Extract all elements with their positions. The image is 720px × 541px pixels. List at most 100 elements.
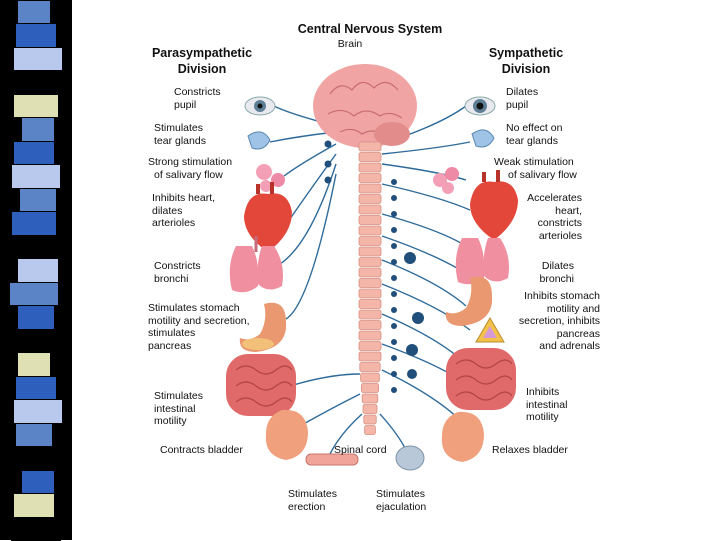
label-line: Stimulates [288, 488, 338, 500]
right-label-bladder: Relaxes bladder [492, 444, 568, 457]
left-stomach-icon [239, 302, 287, 352]
left-intestines-icon [226, 354, 296, 416]
vertebra [358, 194, 382, 204]
right-intestines-icon [446, 348, 516, 410]
vertebra [358, 299, 382, 309]
parasympathetic-title-line2: Division [177, 62, 227, 76]
ganglion-dot [412, 312, 424, 324]
sympathetic-title-line2: Division [501, 62, 551, 76]
nerve-line [381, 141, 471, 155]
vertebra [360, 372, 380, 383]
label-line: erection [288, 500, 326, 513]
spinal-cord-label: Spinal cord [334, 444, 387, 456]
ganglion-dot [391, 275, 397, 281]
spinal-cord-illustration [358, 141, 382, 435]
ganglion-dot [391, 243, 397, 249]
vertebra [358, 320, 382, 330]
label-line: of salivary flow [508, 168, 577, 181]
nerve-line [381, 259, 467, 307]
strip-cell [17, 258, 59, 283]
vertebra [358, 330, 382, 341]
ganglion-dot [391, 195, 397, 201]
strip-cell [21, 469, 55, 495]
label-line: bronchi [154, 272, 189, 285]
vertebra [358, 257, 382, 267]
label-line: motility and secretion, [148, 314, 250, 327]
label-line: No effect on [506, 122, 563, 134]
right-heart-icon [470, 170, 518, 240]
left-bladder-icon [265, 409, 308, 460]
label-line: Inhibits heart, [152, 192, 216, 204]
left-tear-gland-icon [247, 131, 271, 150]
vertebra [364, 425, 376, 435]
strip-cell [13, 399, 63, 424]
label-line: pancreas [556, 327, 600, 340]
ganglion-dot [406, 344, 418, 356]
vertebra [358, 288, 382, 299]
label-line: intestinal [526, 398, 568, 411]
label-line: Dilates [506, 86, 539, 98]
left-eye-icon [244, 96, 276, 116]
strip-cell [11, 516, 61, 541]
label-line: Relaxes bladder [492, 444, 568, 456]
label-line: constricts [537, 217, 582, 229]
vertebra [358, 267, 382, 278]
diagram-illustration [226, 64, 518, 471]
strip-cell [21, 117, 55, 142]
ganglion-dot [391, 227, 397, 233]
ganglion-dot [391, 259, 397, 265]
strip-cell [9, 281, 59, 307]
right-pancreas-adrenal-icon [475, 317, 505, 343]
strip-cell [15, 328, 61, 354]
strip-cell [19, 187, 57, 213]
ganglion-dot [391, 291, 397, 297]
vertebra [358, 162, 382, 173]
strip-cell [11, 211, 57, 236]
strip-cell [17, 305, 55, 330]
right-salivary-gland-icon [433, 167, 459, 194]
strip-cell [17, 0, 51, 25]
label-line: heart, [555, 204, 582, 217]
label-line: arterioles [152, 217, 196, 229]
strip-cell [15, 23, 57, 48]
strip-cell [17, 352, 51, 377]
label-line: Accelerates [527, 192, 582, 204]
ganglion-dot [407, 369, 417, 379]
vertebra [361, 393, 379, 404]
label-line: ejaculation [376, 500, 427, 513]
reproductive-organ-icon [305, 445, 425, 471]
label-line: motility [154, 415, 187, 427]
label-line: arterioles [538, 229, 582, 242]
cns-title: Central Nervous System [297, 22, 443, 36]
vertebra [358, 236, 382, 246]
ganglion-dot [391, 211, 397, 217]
vertebra [358, 309, 382, 320]
label-line: Strong stimulation [148, 156, 233, 168]
strip-cell [19, 234, 53, 260]
label-line: and adrenals [539, 340, 600, 352]
vertebra [358, 204, 382, 215]
strip-cell [13, 93, 59, 119]
strip-cell [13, 446, 59, 471]
label-line: pupil [174, 98, 197, 111]
nervous-system-diagram: Central Nervous System Brain Parasympath… [140, 14, 600, 524]
vertebra [358, 225, 382, 236]
vertebra [360, 383, 379, 393]
vertebra [358, 341, 382, 351]
nerve-line [329, 413, 363, 455]
label-line: Stimulates stomach [148, 302, 240, 314]
vertebra [358, 246, 382, 257]
label-line: motility and [546, 302, 600, 315]
